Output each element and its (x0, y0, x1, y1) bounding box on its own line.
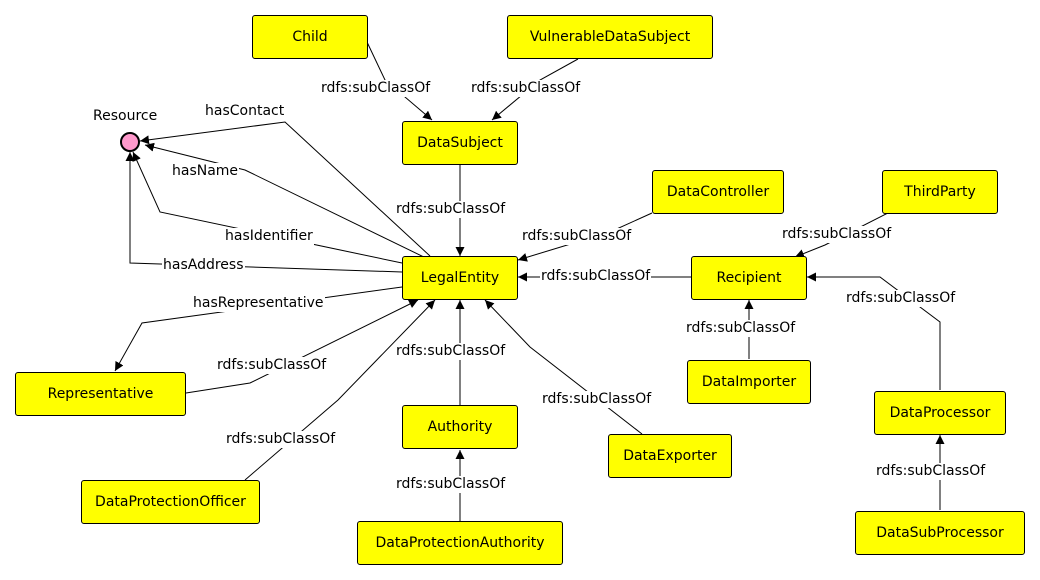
node-data-exporter[interactable]: DataExporter (608, 434, 732, 478)
node-child[interactable]: Child (252, 15, 368, 59)
edge-has-name (144, 142, 431, 261)
edge-has-contact (139, 121, 431, 257)
edge-label-dataexporter-legalentity: rdfs:subClassOf (541, 391, 653, 408)
edge-label-subprocessor-dataprocessor: rdfs:subClassOf (875, 463, 987, 480)
edge-label-authority-legalentity: rdfs:subClassOf (395, 343, 507, 360)
edge-label-datasubject-legalentity: rdfs:subClassOf (395, 201, 507, 218)
edge-label-representative-legalentity: rdfs:subClassOf (216, 357, 328, 374)
node-data-processor[interactable]: DataProcessor (874, 391, 1006, 435)
node-data-subject[interactable]: DataSubject (402, 121, 518, 165)
edge-label-dataprocessor-recipient: rdfs:subClassOf (845, 290, 957, 307)
node-vulnerable-data-subject[interactable]: VulnerableDataSubject (507, 15, 713, 59)
node-third-party[interactable]: ThirdParty (882, 170, 998, 214)
edge-label-datacontroller-legalentity: rdfs:subClassOf (521, 228, 633, 245)
edge-label-has-contact: hasContact (204, 103, 286, 120)
edge-label-dpa-authority: rdfs:subClassOf (395, 476, 507, 493)
node-recipient[interactable]: Recipient (691, 256, 807, 300)
resource-circle-icon (120, 132, 140, 152)
edge-dpo-legalentity (244, 299, 436, 481)
edge-label-vulnerable-datasubject: rdfs:subClassOf (470, 80, 582, 97)
node-legal-entity[interactable]: LegalEntity (402, 256, 518, 300)
edge-label-recipient-legalentity: rdfs:subClassOf (540, 268, 652, 285)
edge-label-thirdparty-recipient: rdfs:subClassOf (781, 226, 893, 243)
edge-label-dataimporter-recipient: rdfs:subClassOf (685, 320, 797, 337)
resource-label: Resource (93, 108, 158, 124)
edge-label-has-representative: hasRepresentative (192, 295, 325, 312)
node-data-protection-officer[interactable]: DataProtectionOfficer (81, 480, 260, 524)
edge-thirdparty-recipient (794, 211, 891, 258)
edge-label-has-identifier: hasIdentifier (224, 228, 314, 245)
edge-representative-legalentity (185, 299, 419, 394)
edge-label-has-address: hasAddress (162, 257, 245, 274)
node-data-importer[interactable]: DataImporter (687, 360, 811, 404)
edge-has-address (125, 152, 403, 273)
node-authority[interactable]: Authority (402, 405, 518, 449)
node-representative[interactable]: Representative (15, 372, 186, 416)
edge-label-dpo-legalentity: rdfs:subClassOf (225, 431, 337, 448)
node-data-sub-processor[interactable]: DataSubProcessor (855, 511, 1025, 555)
node-data-protection-authority[interactable]: DataProtectionAuthority (357, 521, 563, 565)
edge-label-has-name: hasName (171, 163, 240, 180)
edge-has-identifier (132, 151, 403, 264)
node-data-controller[interactable]: DataController (652, 170, 784, 214)
edge-label-child-datasubject: rdfs:subClassOf (320, 80, 432, 97)
